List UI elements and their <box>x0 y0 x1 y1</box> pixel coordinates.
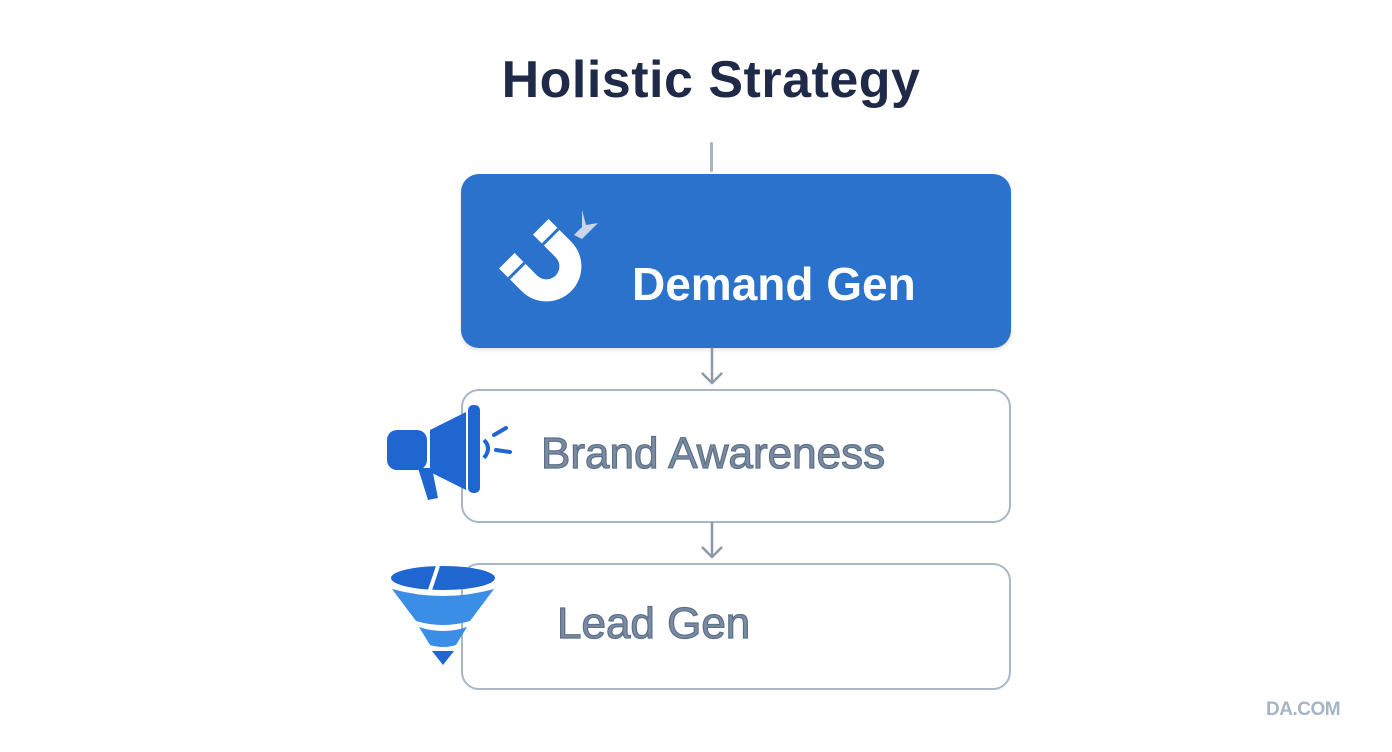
node-label-demand-gen: Demand Gen <box>632 258 916 310</box>
node-label-lead-gen: Lead Gen <box>556 598 751 648</box>
funnel-icon <box>391 565 495 665</box>
node-demand-gen: Demand Gen <box>461 174 1011 348</box>
node-brand-awareness: Brand Awareness <box>461 389 1011 523</box>
megaphone-icon <box>387 405 512 500</box>
watermark: DA.COM <box>1266 699 1341 720</box>
diagram-title: Holistic Strategy <box>501 51 921 109</box>
arrow-down-icon <box>701 348 723 385</box>
node-lead-gen: Lead Gen <box>461 563 1011 690</box>
magnet-icon <box>499 210 598 302</box>
arrow-down-icon <box>701 522 723 559</box>
node-label-brand-awareness: Brand Awareness <box>540 428 886 478</box>
title-connector-line <box>710 142 713 172</box>
